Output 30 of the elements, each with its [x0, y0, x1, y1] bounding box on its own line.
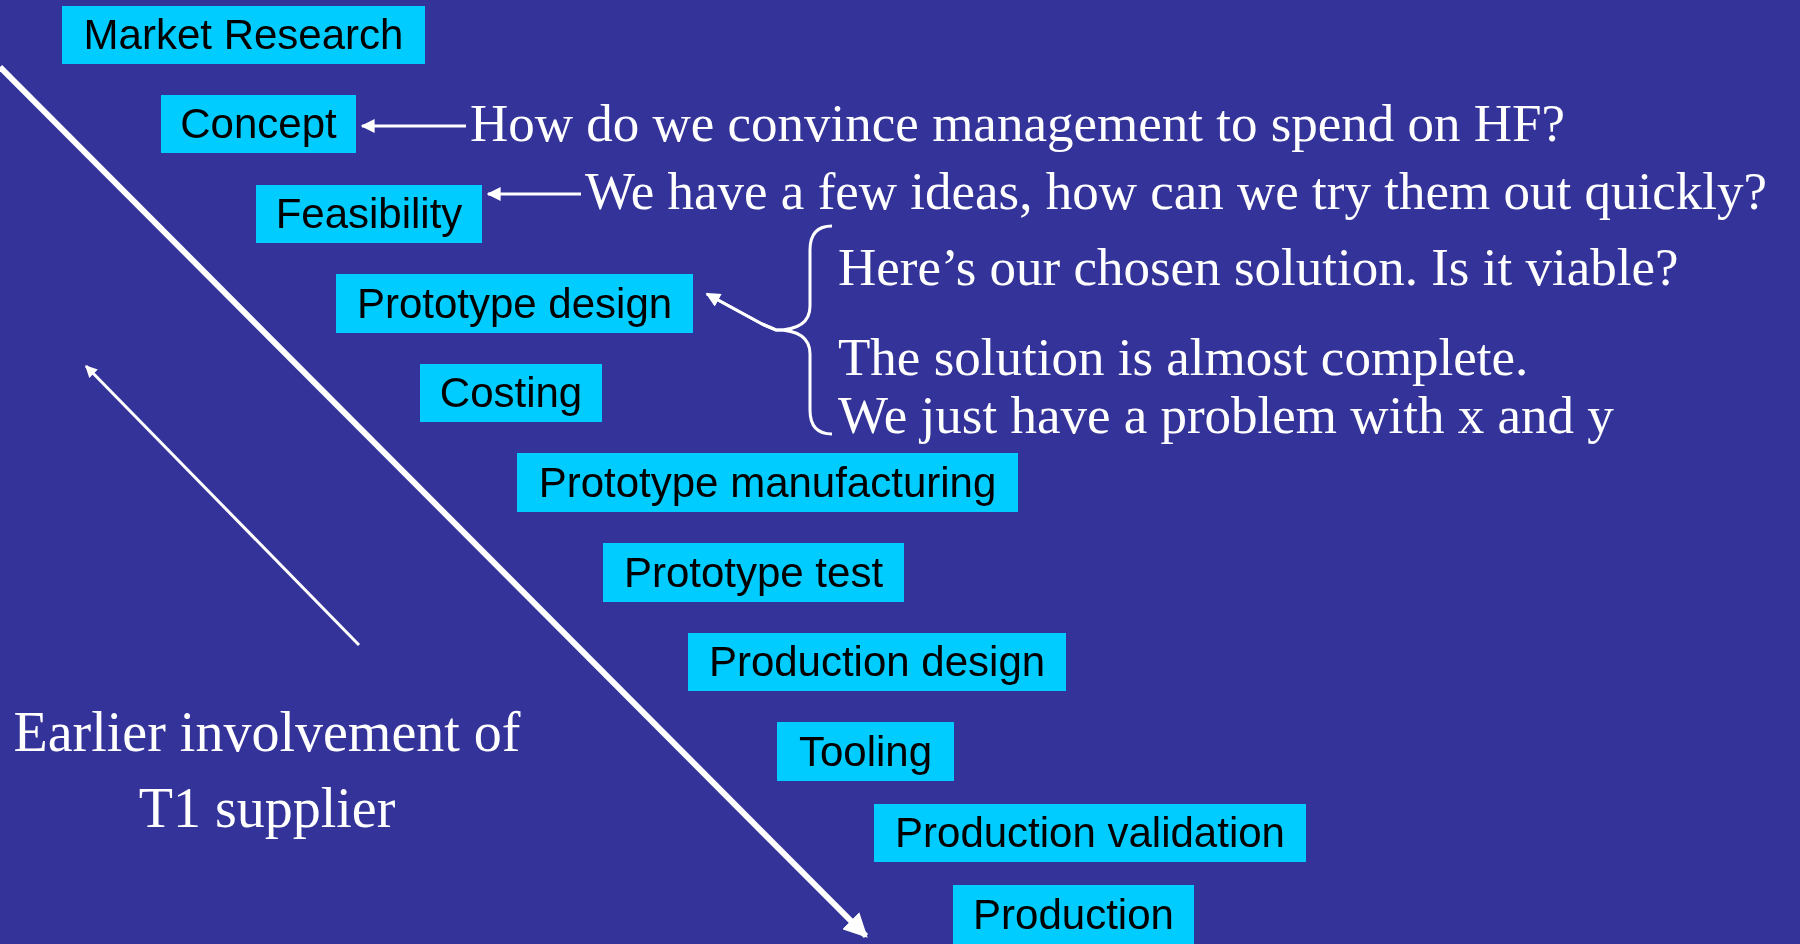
step-label: Market Research — [83, 11, 404, 59]
process-box — [256, 185, 482, 243]
process-box — [517, 453, 1018, 512]
process-box — [420, 364, 602, 422]
process-box — [777, 722, 954, 781]
step-label: Production validation — [895, 809, 1285, 857]
step-label: Production — [973, 890, 1174, 939]
question-text: How do we convince management to spend on HF? — [470, 94, 1567, 153]
question-text: We just have a problem with x and y — [838, 386, 1615, 445]
step-label: Feasibility — [275, 190, 463, 238]
step-label: Prototype manufacturing — [538, 458, 997, 507]
step-label: Production design — [708, 638, 1046, 686]
process-box — [953, 885, 1194, 944]
question-text: We have a few ideas, how can we try them out quickly? — [585, 162, 1768, 221]
arrow — [360, 119, 466, 133]
question-text: Here’s our chosen solution. Is it viable? — [838, 238, 1680, 297]
process-box — [603, 543, 904, 602]
process-box — [62, 6, 425, 64]
step-label: Tooling — [798, 727, 933, 776]
annotation-text: Earlier involvement of T1 supplier — [12, 700, 522, 841]
step-label: Costing — [439, 369, 583, 417]
process-box — [874, 804, 1306, 862]
process-box — [688, 633, 1066, 691]
process-box — [161, 95, 356, 153]
step-label: Prototype design — [356, 279, 673, 328]
process-box — [336, 274, 693, 333]
step-label: Prototype test — [623, 548, 884, 597]
arrow — [486, 187, 581, 201]
step-label: Concept — [180, 100, 337, 148]
question-text: The solution is almost complete. — [838, 328, 1530, 387]
